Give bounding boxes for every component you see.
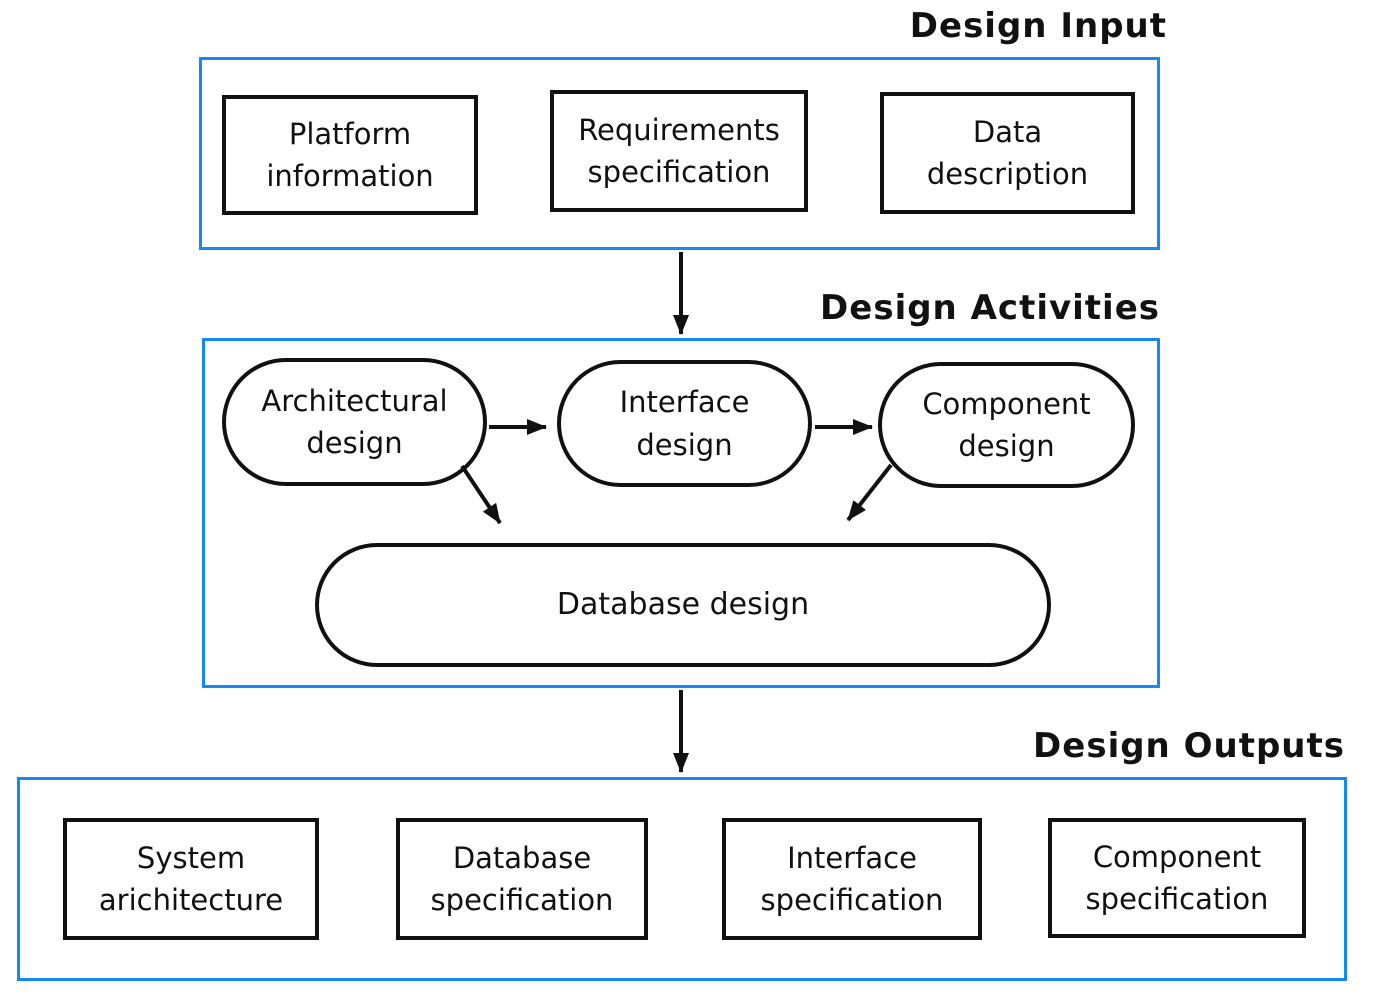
node-data-description: Data description bbox=[880, 92, 1135, 214]
section-design-input bbox=[199, 57, 1160, 250]
node-database-specification: Database specification bbox=[396, 818, 648, 940]
section-title-design-outputs: Design Outputs bbox=[1033, 726, 1345, 766]
node-system-architecture: System arichitecture bbox=[63, 818, 319, 940]
node-requirements-specification: Requirements specification bbox=[550, 90, 808, 212]
node-platform-information: Platform information bbox=[222, 95, 478, 215]
node-database-design: Database design bbox=[315, 543, 1051, 667]
section-design-outputs bbox=[17, 777, 1347, 981]
section-title-design-activities: Design Activities bbox=[820, 288, 1160, 328]
node-component-specification: Component specification bbox=[1048, 818, 1306, 938]
node-architectural-design: Architectural design bbox=[222, 358, 487, 486]
node-component-design: Component design bbox=[878, 362, 1135, 488]
node-interface-specification: Interface specification bbox=[722, 818, 982, 940]
section-design-activities bbox=[202, 338, 1160, 688]
node-interface-design: Interface design bbox=[557, 360, 812, 487]
section-title-design-input: Design Input bbox=[909, 6, 1167, 46]
